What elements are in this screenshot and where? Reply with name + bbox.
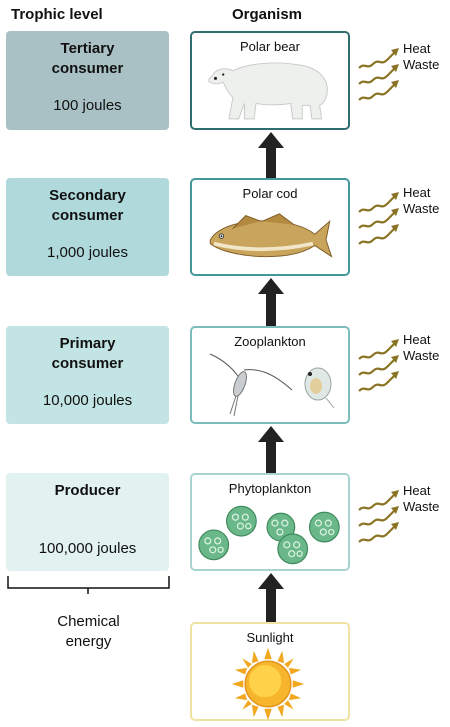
organism-phytoplankton-box: Phytoplankton	[190, 473, 350, 571]
sun-icon	[231, 647, 305, 721]
level-tertiary-box: Tertiary consumer 100 joules	[6, 31, 169, 130]
heat-waste-group: Heat Waste	[355, 329, 450, 399]
organism-label: Zooplankton	[234, 334, 306, 349]
organism-polar-bear-box: Polar bear	[190, 31, 350, 130]
organism-polar-cod-box: Polar cod	[190, 178, 350, 276]
heat-waste-label: Heat Waste	[403, 41, 439, 73]
energy-arrow	[258, 573, 284, 622]
heat-label: Heat	[403, 332, 431, 347]
heat-label: Heat	[403, 41, 431, 56]
chemical-energy-line1: Chemical	[57, 613, 120, 630]
heat-label: Heat	[403, 483, 431, 498]
waste-label: Waste	[403, 499, 440, 514]
heat-waste-label: Heat Waste	[403, 332, 439, 364]
zooplankton-icon	[209, 353, 335, 417]
level-energy: 100,000 joules	[38, 540, 137, 557]
waste-label: Waste	[403, 57, 440, 72]
level-name: Producer	[54, 482, 121, 499]
waste-label: Waste	[403, 348, 440, 363]
phytoplankton-icon	[198, 505, 340, 565]
heat-waste-label: Heat Waste	[403, 185, 439, 217]
organism-zooplankton-box: Zooplankton	[190, 326, 350, 424]
chemical-energy-line2: energy	[65, 633, 112, 650]
heat-waste-group: Heat Waste	[355, 182, 450, 252]
energy-arrow	[258, 132, 284, 178]
level-secondary-box: Secondary consumer 1,000 joules	[6, 178, 169, 276]
heat-waves-icon	[358, 192, 399, 245]
chemical-energy-label: Chemical energy	[6, 612, 171, 652]
level-name: Secondary consumer	[6, 186, 169, 226]
organism-header: Organism	[232, 6, 303, 23]
waste-label: Waste	[403, 201, 440, 216]
level-producer-box: Producer 100,000 joules	[6, 473, 169, 571]
heat-waste-group: Heat Waste	[355, 480, 450, 550]
polar-cod-icon	[209, 213, 333, 258]
heat-waste-label: Heat Waste	[403, 483, 439, 515]
energy-arrow	[258, 278, 284, 326]
heat-waves-icon	[358, 490, 399, 543]
organism-label: Phytoplankton	[228, 481, 312, 496]
bracket	[7, 576, 170, 594]
level-name-text: Primary consumer	[51, 335, 124, 372]
level-energy: 10,000 joules	[42, 392, 133, 409]
organism-label: Polar cod	[242, 186, 298, 201]
organism-label: Polar bear	[240, 39, 300, 54]
heat-waves-icon	[358, 339, 399, 392]
polar-bear-icon	[208, 62, 328, 120]
level-name-text: Tertiary consumer	[51, 40, 124, 77]
level-primary-box: Primary consumer 10,000 joules	[6, 326, 169, 424]
heat-label: Heat	[403, 185, 431, 200]
level-name-text: Secondary consumer	[49, 187, 126, 224]
organism-label: Sunlight	[246, 630, 294, 645]
trophic-level-header: Trophic level	[11, 6, 103, 23]
heat-waves-icon	[358, 48, 399, 101]
level-energy: 1,000 joules	[47, 244, 128, 261]
organism-sunlight-box: Sunlight	[190, 622, 350, 721]
level-name: Primary consumer	[6, 334, 169, 374]
energy-arrow	[258, 426, 284, 473]
level-name: Tertiary consumer	[6, 39, 169, 79]
heat-waste-group: Heat Waste	[355, 38, 450, 108]
level-energy: 100 joules	[53, 97, 122, 114]
